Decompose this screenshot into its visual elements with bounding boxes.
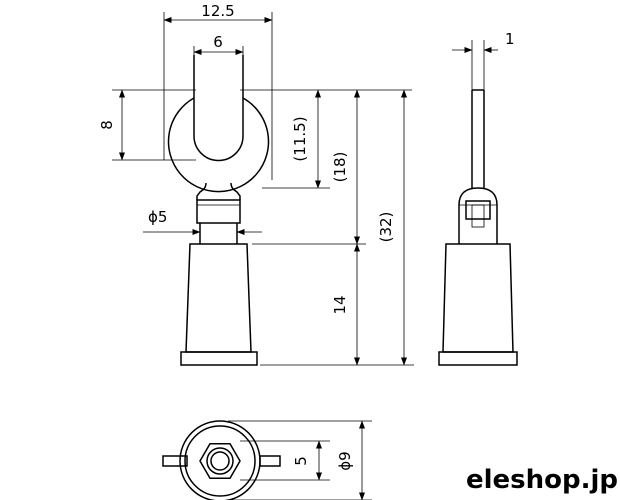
bottom-inner-circle (184, 425, 256, 497)
terminal-body (185, 243, 252, 353)
dim-phi-small: ϕ5 (148, 208, 167, 226)
ring-slot (193, 55, 244, 162)
terminal-neck (196, 182, 207, 200)
side-body (442, 243, 514, 353)
side-clip (465, 200, 491, 220)
bottom-outer-circle (179, 420, 261, 500)
bottom-tab-left (162, 455, 188, 467)
dim-phi-large: ϕ9 (336, 451, 354, 470)
terminal-shaft (199, 223, 238, 244)
terminal-cap (196, 199, 241, 224)
bottom-dimensions: ϕ9 5 (228, 420, 372, 500)
side-tab (471, 89, 485, 188)
bottom-tab-right (259, 455, 281, 467)
dim-ring-height: 8 (98, 120, 116, 130)
dim-hex: 5 (292, 456, 310, 466)
side-base (438, 351, 518, 366)
side-view (438, 89, 518, 366)
dim-body-height: 14 (331, 295, 349, 314)
hex-nut (199, 442, 241, 480)
side-cap (458, 187, 498, 244)
front-view (167, 55, 270, 366)
dim-width-inner: 6 (213, 33, 223, 51)
dim-total: (32) (377, 212, 395, 243)
dim-width-outer: 12.5 (201, 2, 234, 20)
ring-terminal-outline (167, 97, 270, 193)
front-dimensions: 12.5 6 8 ϕ5 (11.5) (18) (32) 14 (98, 2, 414, 366)
dim-to-center: (11.5) (291, 116, 309, 161)
dim-thickness: 1 (505, 30, 515, 48)
side-dimensions: 1 (452, 30, 515, 92)
bottom-view (162, 420, 281, 500)
terminal-base (180, 351, 258, 366)
brand-logo-text: eleshop.jp (466, 465, 618, 495)
dim-to-body: (18) (331, 152, 349, 183)
